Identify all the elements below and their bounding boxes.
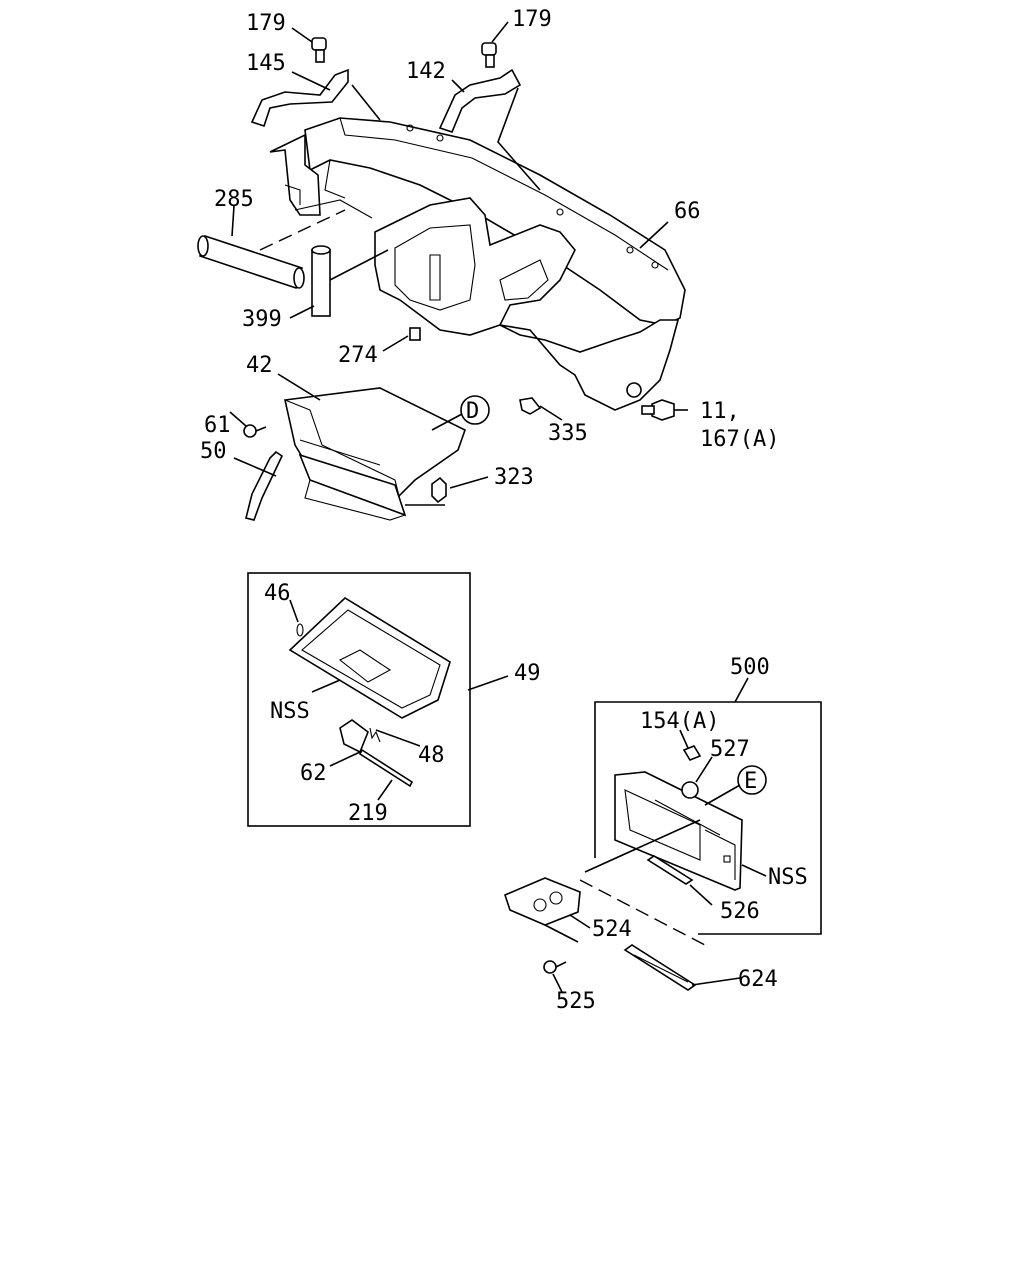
screw-323 [431,476,447,504]
label-179-left: 179 [246,11,286,36]
label-624: 624 [738,967,778,992]
label-500: 500 [730,655,770,680]
leader-285-dash [259,209,346,251]
latch-62 [339,719,369,754]
instrument-panel-frame [269,117,686,411]
label-142: 142 [406,59,446,84]
bracket-142 [438,68,522,133]
strip-526 [646,855,694,885]
tube-285 [197,234,305,290]
label-219: 219 [348,801,388,826]
leader-524-dash [579,879,706,946]
clip-335 [519,397,542,415]
bracket-145 [250,68,349,128]
label-48: 48 [418,743,445,768]
label-285: 285 [214,187,254,212]
label-167: 167(A) [700,427,779,452]
bar-624 [623,944,697,991]
label-525: 525 [556,989,596,1014]
label-nss-panel: NSS [768,865,808,890]
label-399: 399 [242,307,282,332]
leader-lines [229,21,767,993]
label-66: 66 [674,199,701,224]
bolt-179-left [311,37,327,63]
nut-527 [681,781,699,799]
tube-399 [311,245,331,317]
glove-box-42 [284,387,466,521]
label-62: 62 [300,761,327,786]
bolt-179-right [481,42,497,68]
label-11: 11, [700,399,740,424]
label-323: 323 [494,465,534,490]
circle-D [460,395,490,425]
bolt-11-167 [641,399,675,421]
glove-box-lid-46 [288,596,451,719]
label-50: 50 [200,439,227,464]
label-145: 145 [246,51,286,76]
circle-E [737,765,767,795]
spring-48 [369,727,381,743]
label-179-right: 179 [512,7,552,32]
bracket-524 [504,877,581,926]
label-335: 335 [548,421,588,446]
label-527: 527 [710,737,750,762]
label-524: 524 [592,917,632,942]
box-500 [594,701,822,935]
box-49 [247,572,471,827]
clip-274 [409,327,421,341]
label-274: 274 [338,343,378,368]
label-49: 49 [514,661,541,686]
rod-219 [358,748,414,788]
center-panel [614,771,743,891]
label-nss-glovebox: NSS [270,699,310,724]
part-labels: 179 179 145 142 285 66 399 274 42 D 11, … [200,7,808,1014]
screw-61 [243,424,267,438]
label-154: 154(A) [640,709,719,734]
label-E: E [744,769,757,794]
label-D: D [466,399,479,424]
label-42: 42 [246,353,273,378]
label-61: 61 [204,413,231,438]
screw-525 [543,960,567,974]
label-46: 46 [264,581,291,606]
label-526: 526 [720,899,760,924]
clip-154 [682,745,702,761]
leader-399-line [329,249,389,281]
strap-50 [245,450,284,521]
